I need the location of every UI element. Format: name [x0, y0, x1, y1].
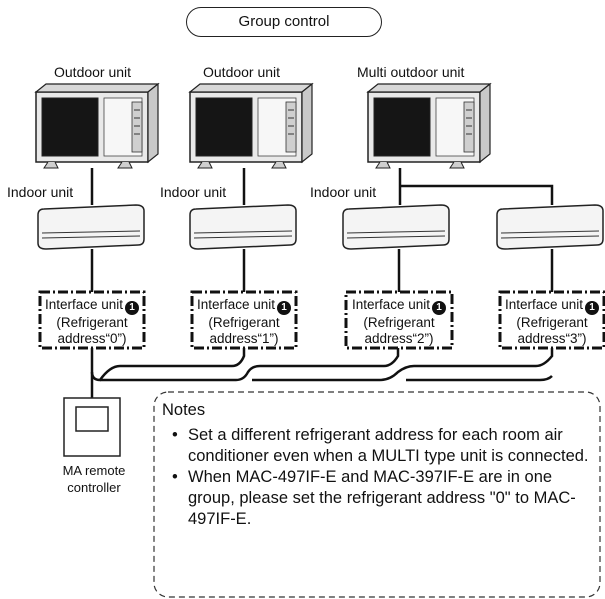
- refrigerant-label: (Refrigerant: [208, 315, 280, 330]
- badge-1-icon: 1: [277, 301, 292, 315]
- badge-1-icon: 1: [585, 301, 600, 315]
- refrigerant-address: address“3”): [517, 331, 587, 346]
- indoor-unit-0: [37, 204, 145, 250]
- notes-panel: Notes Set a different refrigerant addres…: [162, 400, 592, 530]
- outdoor-unit-0: [35, 83, 159, 169]
- indoor-unit-label-1: Indoor unit: [160, 184, 227, 200]
- note-item: When MAC-497IF-E and MAC-397IF-E are in …: [166, 467, 592, 530]
- interface-unit-label: Interface unit: [504, 297, 584, 312]
- indoor-unit-3: [496, 204, 604, 250]
- indoor-unit-label-0: Indoor unit: [7, 184, 74, 200]
- refrigerant-label: (Refrigerant: [363, 315, 435, 330]
- notes-heading: Notes: [162, 401, 206, 419]
- notes-list: Set a different refrigerant address for …: [162, 425, 592, 530]
- outdoor-unit-2: [367, 83, 491, 169]
- interface-box-2: [344, 290, 454, 350]
- indoor-unit-label-2: Indoor unit: [310, 184, 377, 200]
- interface-unit-label: Interface unit: [196, 297, 276, 312]
- ma-remote-label-line2: controller: [67, 480, 121, 495]
- ma-remote-label: MA remote controller: [46, 462, 142, 496]
- indoor-unit-2: [342, 204, 450, 250]
- interface-unit-label: Interface unit: [351, 297, 431, 312]
- outdoor-unit-label-1: Outdoor unit: [203, 64, 281, 80]
- note-item: Set a different refrigerant address for …: [166, 425, 592, 467]
- refrigerant-address: address“2”): [364, 331, 434, 346]
- refrigerant-address: address“0”): [57, 331, 127, 346]
- remote-screen: [75, 406, 109, 432]
- outdoor-unit-label-0: Outdoor unit: [54, 64, 132, 80]
- interface-unit-label: Interface unit: [44, 297, 124, 312]
- ma-remote-label-line1: MA remote: [62, 463, 126, 478]
- outdoor-unit-label-2: Multi outdoor unit: [357, 64, 465, 80]
- refrigerant-address: address“1”): [209, 331, 279, 346]
- indoor-unit-1: [189, 204, 297, 250]
- group-control-title: Group control: [186, 7, 382, 37]
- remote-wiring: [90, 348, 554, 398]
- pipe-3: [400, 184, 554, 205]
- refrigerant-label: (Refrigerant: [56, 315, 128, 330]
- badge-1-icon: 1: [432, 301, 447, 315]
- refrigerant-label: (Refrigerant: [516, 315, 588, 330]
- badge-1-icon: 1: [125, 301, 140, 315]
- outdoor-unit-1: [189, 83, 313, 169]
